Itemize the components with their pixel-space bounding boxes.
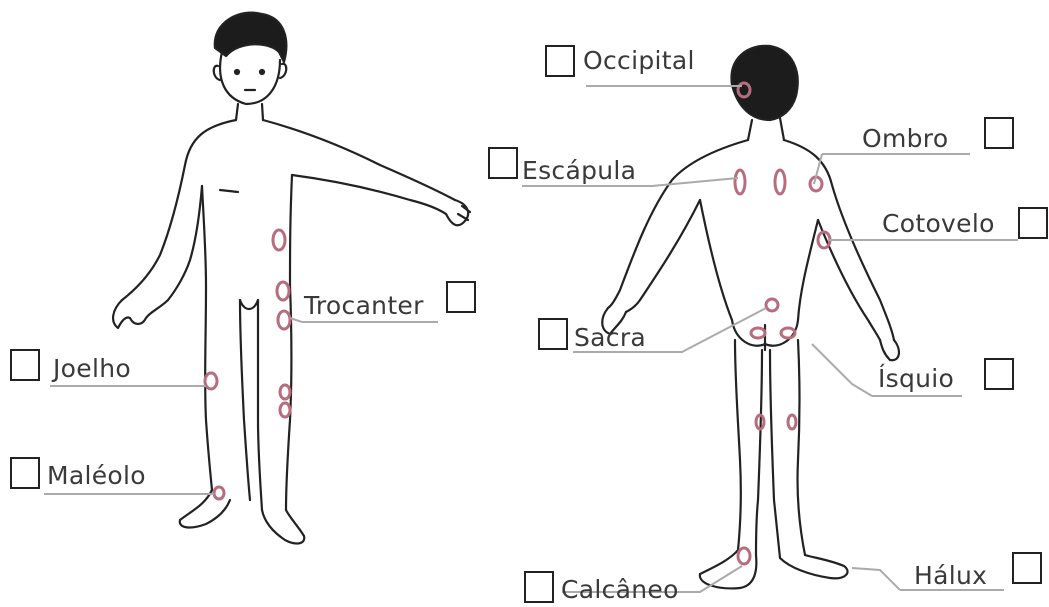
cotovelo-checkbox[interactable] <box>1018 207 1048 239</box>
calcaneo-checkbox[interactable] <box>524 571 554 603</box>
joelho-label: Joelho <box>53 354 131 384</box>
joelho-checkbox[interactable] <box>10 349 40 381</box>
calcaneo-label: Calcâneo <box>561 575 679 605</box>
escapula-checkbox[interactable] <box>488 147 518 179</box>
ombro-label: Ombro <box>862 124 948 154</box>
isquio-checkbox[interactable] <box>984 358 1014 390</box>
isquio-label: Ísquio <box>878 364 954 394</box>
halux-label: Hálux <box>914 561 987 591</box>
maleolo-checkbox[interactable] <box>10 457 40 489</box>
occipital-checkbox[interactable] <box>545 45 575 77</box>
front-body-figure <box>113 13 470 544</box>
occipital-label: Occipital <box>583 46 695 76</box>
ombro-checkbox[interactable] <box>984 117 1014 149</box>
trocanter-label: Trocanter <box>304 291 424 321</box>
sacra-label: Sacra <box>574 323 646 353</box>
trocanter-checkbox[interactable] <box>446 281 476 313</box>
halux-checkbox[interactable] <box>1012 552 1042 584</box>
maleolo-label: Maléolo <box>47 461 146 491</box>
cotovelo-label: Cotovelo <box>882 209 995 239</box>
sacra-checkbox[interactable] <box>538 318 568 350</box>
escapula-label: Escápula <box>522 156 636 186</box>
